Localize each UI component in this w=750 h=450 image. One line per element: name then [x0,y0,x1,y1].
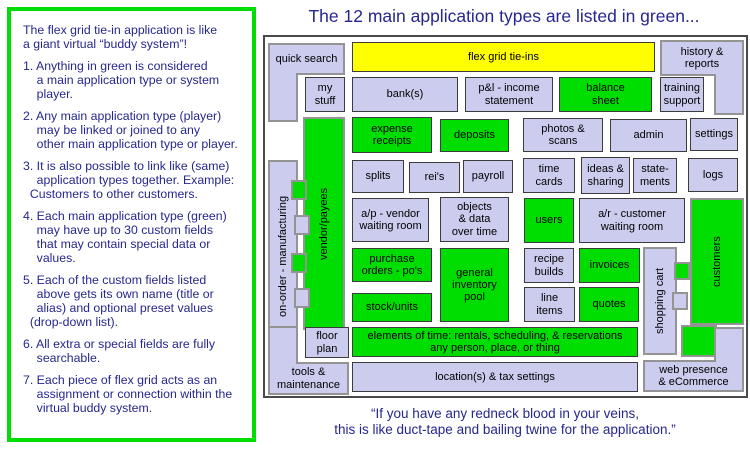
box-time-cards: time cards [523,158,575,193]
box-recipe-builds: recipe builds [524,248,574,283]
box-balance-sheet: balance sheet [559,77,652,112]
box-locations-tax-settings: location(s) & tax settings [352,362,638,392]
jigsaw-tab [291,253,307,273]
box-floor-plan: floor plan [305,327,349,358]
box-photos-scans: photos & scans [523,118,603,152]
box-ideas-sharing: ideas & sharing [581,157,630,194]
panel-intro: The flex grid tie-in application is like… [23,23,218,52]
panel-item-2: 2. Any main application type (player) ma… [23,109,238,152]
bar-customers: customers [690,198,744,325]
left-panel: The flex grid tie-in application is like… [7,7,256,442]
box-admin: admin [610,119,687,152]
box-users: users [524,198,574,243]
box-reis: rei's [409,162,460,193]
jigsaw-tab [294,288,310,308]
box-logs: logs [688,158,738,192]
box-objects-data-over-time: objects & data over time [440,197,509,242]
box-settings: settings [690,118,738,151]
bar-customers-extension [681,325,717,357]
quote: “If you have any redneck blood in your v… [334,406,676,438]
box-my-stuff: my stuff [305,77,345,112]
box-quick-search-leg [268,73,298,122]
panel-item-5: 5. Each of the custom fields listed abov… [23,273,214,330]
box-expense-receipts: expense receipts [352,117,432,153]
box-statements: state- ments [633,158,677,193]
box-history-reports: history & reports [660,40,744,76]
box-flex-grid-tie-ins: flex grid tie-ins [352,42,655,72]
box-web-presence-ecommerce: web presence & eCommerce [643,360,744,392]
box-stock-units: stock/units [352,293,432,322]
box-pl-income-statement: p&l - income statement [465,77,553,112]
box-general-inventory-pool: general inventory pool [440,248,509,322]
box-ar-customer-waiting-room: a/r - customer waiting room [579,198,685,243]
box-splits: splits [352,160,404,193]
box-web-presence-leg [714,327,744,362]
box-deposits: deposits [440,119,509,152]
jigsaw-tab [294,215,310,235]
panel-item-1: 1. Anything in green is considered a mai… [23,59,220,102]
box-invoices: invoices [579,248,640,283]
box-purchase-orders: purchase orders - po's [352,248,432,282]
panel-item-7: 7. Each piece of flex grid acts as an as… [23,373,233,416]
box-tools-maintenance: tools & maintenance [268,362,349,395]
box-quotes: quotes [579,287,639,322]
box-tools-maintenance-leg [268,326,298,364]
box-quick-search: quick search [268,43,345,75]
panel-item-6: 6. All extra or special fields are fully… [23,337,216,366]
jigsaw-tab [291,180,307,200]
box-banks: bank(s) [352,77,458,112]
box-line-items: line items [524,287,575,322]
panel-item-4: 4. Each main application type (green) ma… [23,209,227,266]
box-ap-vendor-waiting-room: a/p - vendor waiting room [352,198,429,242]
box-elements-of-time: elements of time: rentals, scheduling, &… [352,327,638,357]
page-title: The 12 main application types are listed… [308,6,700,26]
box-history-reports-leg [714,74,744,115]
box-training-support: training support [660,77,704,112]
jigsaw-tab [672,292,688,310]
panel-item-3: 3. It is also possible to link like (sam… [23,159,235,202]
box-payroll: payroll [463,160,513,193]
jigsaw-tab [674,262,690,280]
